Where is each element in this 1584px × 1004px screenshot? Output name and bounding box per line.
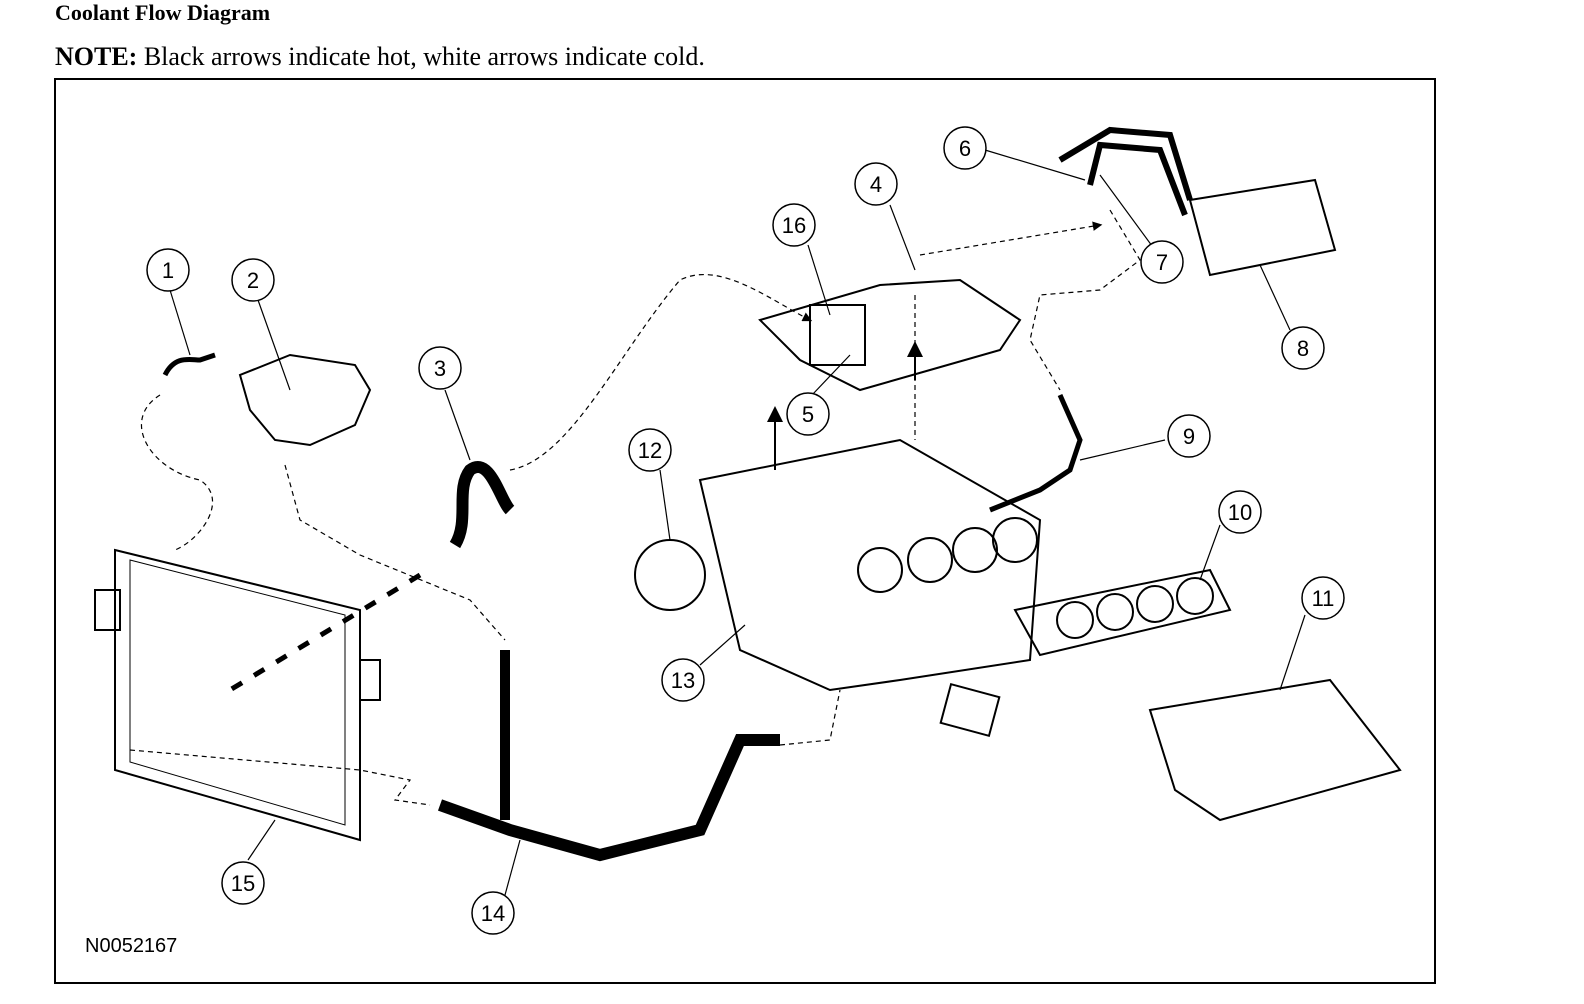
callout-10-label: 10 xyxy=(1228,500,1252,525)
upper-radiator-hose xyxy=(449,461,515,549)
intake-manifold xyxy=(758,278,1022,392)
heater-core xyxy=(1188,178,1337,277)
heater-hoses xyxy=(1058,126,1193,217)
cylinder-head xyxy=(1148,678,1402,822)
callout-leaders xyxy=(169,149,1306,896)
callout-13-label: 13 xyxy=(671,668,695,693)
callout-6: 6 xyxy=(943,126,987,170)
callout-2-label: 2 xyxy=(247,268,259,293)
oil-filter xyxy=(939,682,1001,738)
callout-2: 2 xyxy=(231,258,275,302)
engine-block xyxy=(698,438,1042,692)
callout-1: 1 xyxy=(146,248,190,292)
callout-13: 13 xyxy=(661,658,705,702)
callout-14: 14 xyxy=(471,891,515,935)
callout-6-label: 6 xyxy=(959,136,971,161)
callout-8-label: 8 xyxy=(1297,336,1309,361)
callout-15-label: 15 xyxy=(231,871,255,896)
callout-14-label: 14 xyxy=(481,901,505,926)
lower-radiator-hose xyxy=(437,734,780,862)
note-line: NOTE: Black arrows indicate hot, white a… xyxy=(55,42,705,72)
callout-3-label: 3 xyxy=(434,356,446,381)
degas-hose xyxy=(162,352,216,377)
callout-15: 15 xyxy=(221,861,265,905)
callout-12-label: 12 xyxy=(638,438,662,463)
callout-10: 10 xyxy=(1218,490,1262,534)
callout-4: 4 xyxy=(854,162,898,206)
heater-supply-tube xyxy=(989,393,1083,513)
callout-9-label: 9 xyxy=(1183,424,1195,449)
note-label: NOTE: xyxy=(55,42,138,71)
callout-1-label: 1 xyxy=(162,258,174,283)
callout-7: 7 xyxy=(1140,240,1184,284)
callout-12: 12 xyxy=(628,428,672,472)
coolant-flow-paths xyxy=(129,209,1141,806)
coolant-reservoir xyxy=(238,353,372,447)
callout-5-label: 5 xyxy=(802,402,814,427)
callout-9: 9 xyxy=(1167,414,1211,458)
head-gasket xyxy=(1013,568,1232,657)
diagram-title: Coolant Flow Diagram xyxy=(55,0,271,25)
note-text: Black arrows indicate hot, white arrows … xyxy=(143,42,705,71)
callout-11: 11 xyxy=(1301,576,1345,620)
callout-16-label: 16 xyxy=(782,213,806,238)
callout-11-label: 11 xyxy=(1312,586,1335,611)
callout-7-label: 7 xyxy=(1156,250,1168,275)
diagram-frame xyxy=(54,78,1436,984)
thermostat-housing xyxy=(809,304,866,366)
callout-4-label: 4 xyxy=(870,172,882,197)
callout-8: 8 xyxy=(1281,326,1325,370)
hot-flow-arrows xyxy=(228,341,923,693)
figure-id: N0052167 xyxy=(85,935,178,957)
callout-5: 5 xyxy=(786,392,830,436)
water-pump xyxy=(634,539,706,611)
radiator xyxy=(94,548,381,842)
callout-16: 16 xyxy=(772,203,816,247)
callout-3: 3 xyxy=(418,346,462,390)
